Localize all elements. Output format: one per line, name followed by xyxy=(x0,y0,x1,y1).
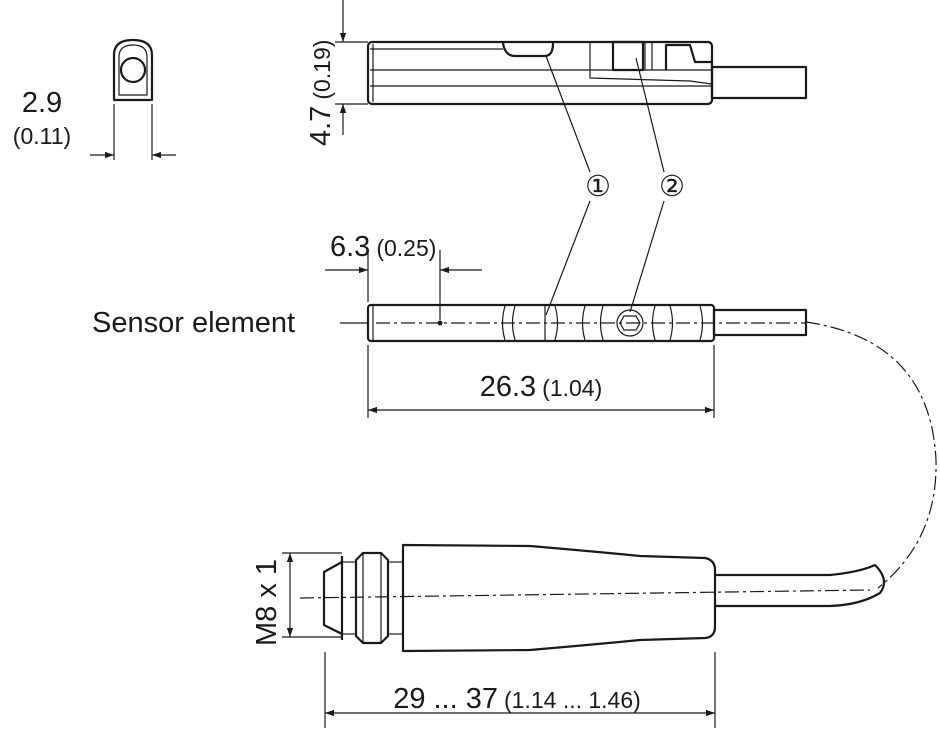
sensor-offset-label: 6.3(0.25) xyxy=(330,231,436,263)
height-label: 4.7(0.19) xyxy=(305,40,337,146)
width-mm-label: 2.9 xyxy=(22,87,62,119)
end-view: 2.9 (0.11) xyxy=(13,38,176,160)
top-view: Sensor element 6.3(0.25) 26.3(1.04) xyxy=(92,231,808,418)
callout-1: ① xyxy=(585,171,611,203)
connector-length-label: 29 ... 37(1.14 ... 1.46) xyxy=(393,683,641,715)
connector: M8 x 1 29 ... 37(1.14 ... 1.46) xyxy=(251,543,886,728)
callout-2: ② xyxy=(659,171,685,203)
thread-label: M8 x 1 xyxy=(251,559,283,646)
callouts: ① ② xyxy=(545,55,685,316)
cable-continuation xyxy=(805,321,937,589)
length-label: 26.3(1.04) xyxy=(480,371,603,403)
sensor-element-label: Sensor element xyxy=(92,307,295,339)
side-view: 4.7(0.19) xyxy=(305,0,808,146)
width-in-label: (0.11) xyxy=(13,123,71,149)
